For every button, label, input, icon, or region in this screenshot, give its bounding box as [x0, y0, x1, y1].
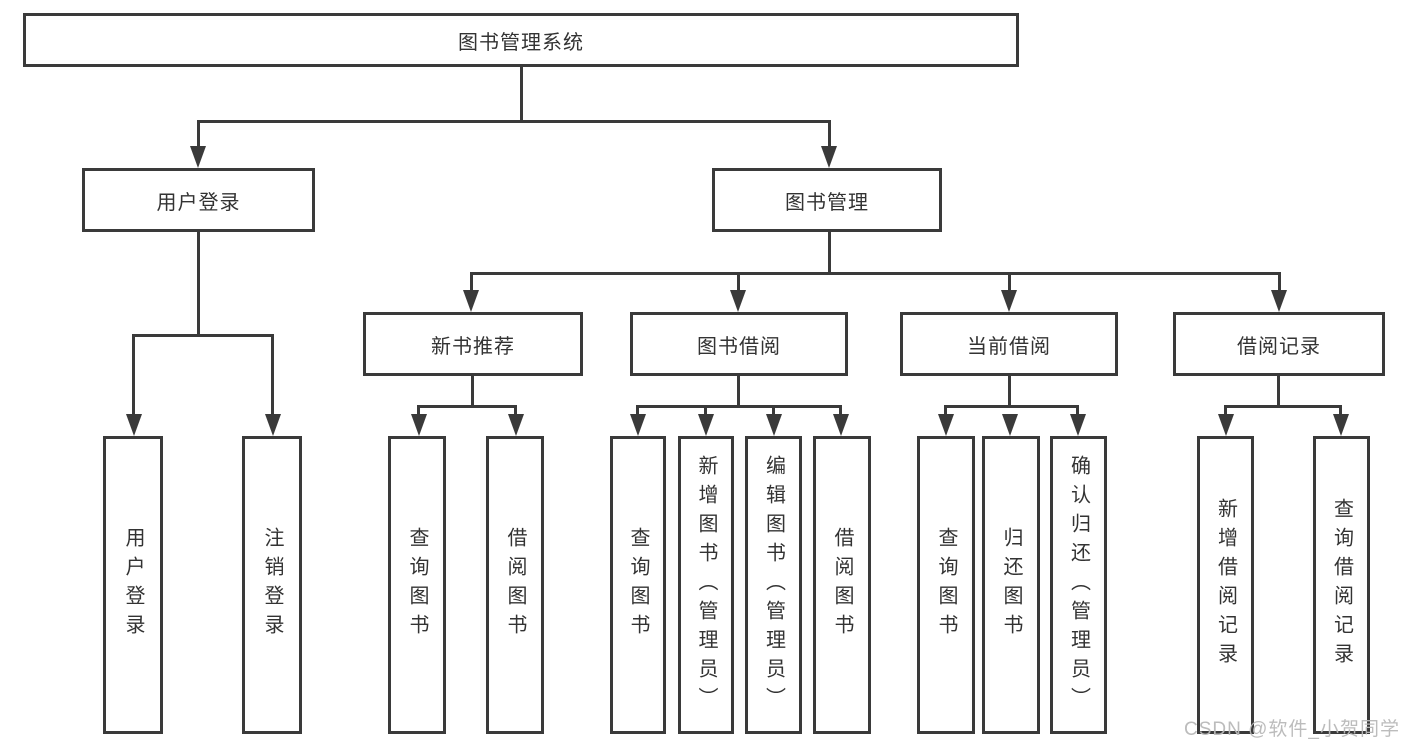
connector-line	[470, 272, 1281, 275]
connector-line	[772, 405, 775, 420]
node-user-login: 用户登录	[82, 168, 315, 232]
node-label: 新增图书（管理员）	[695, 454, 717, 716]
connector-line	[1008, 376, 1011, 408]
node-label: 用户登录	[156, 191, 241, 214]
node-label: 查询借阅记录	[1330, 498, 1353, 672]
node-label: 新书推荐	[431, 335, 515, 358]
node-borrowing-records: 借阅记录	[1173, 312, 1385, 376]
arrow-down-icon	[508, 414, 524, 436]
connector-line	[197, 232, 200, 337]
connector-line	[197, 120, 831, 123]
arrow-down-icon	[1070, 414, 1086, 436]
connector-line	[636, 405, 639, 420]
connector-line	[737, 272, 740, 292]
arrow-down-icon	[630, 414, 646, 436]
node-leaf-user-login: 用户登录	[103, 436, 163, 734]
arrow-down-icon	[821, 146, 837, 168]
node-label: 注销登录	[261, 527, 283, 643]
arrow-down-icon	[1218, 414, 1234, 436]
node-leaf-return-book: 归还图书	[982, 436, 1040, 734]
node-leaf-confirm-return-admin: 确认归还（管理员）	[1050, 436, 1107, 734]
connector-line	[1277, 376, 1280, 408]
arrow-down-icon	[411, 414, 427, 436]
node-label: 当前借阅	[967, 335, 1051, 358]
node-library-system: 图书管理系统	[23, 13, 1019, 67]
arrow-down-icon	[1002, 414, 1018, 436]
node-leaf-add-borrow-record: 新增借阅记录	[1197, 436, 1254, 734]
connector-line	[944, 405, 1079, 408]
node-leaf-borrow-books-recommend: 借阅图书	[486, 436, 544, 734]
node-label: 新增借阅记录	[1214, 498, 1237, 672]
node-label: 图书管理	[785, 191, 869, 214]
node-leaf-query-books-borrowing: 查询图书	[610, 436, 666, 734]
node-label: 图书管理系统	[458, 31, 584, 54]
connector-line	[417, 405, 517, 408]
connector-line	[636, 405, 842, 408]
node-label: 查询图书	[935, 527, 957, 643]
node-leaf-edit-book-admin: 编辑图书（管理员）	[745, 436, 802, 734]
arrow-down-icon	[265, 414, 281, 436]
arrow-down-icon	[938, 414, 954, 436]
arrow-down-icon	[698, 414, 714, 436]
node-label: 查询图书	[627, 527, 649, 643]
connector-line	[514, 405, 517, 420]
arrow-down-icon	[833, 414, 849, 436]
connector-line	[1008, 272, 1011, 292]
node-leaf-borrow-books: 借阅图书	[813, 436, 871, 734]
node-label: 借阅图书	[831, 527, 853, 643]
arrow-down-icon	[463, 290, 479, 312]
connector-line	[132, 334, 274, 337]
connector-line	[470, 272, 473, 292]
connector-line	[132, 334, 135, 418]
connector-line	[944, 405, 947, 420]
node-label: 归还图书	[1000, 527, 1022, 643]
connector-line	[704, 405, 707, 420]
node-book-management: 图书管理	[712, 168, 942, 232]
arrow-down-icon	[190, 146, 206, 168]
connector-line	[197, 120, 200, 150]
connector-line	[271, 334, 274, 418]
arrow-down-icon	[1271, 290, 1287, 312]
arrow-down-icon	[1001, 290, 1017, 312]
connector-line	[1224, 405, 1227, 420]
node-new-book-recommend: 新书推荐	[363, 312, 583, 376]
node-label: 确认归还（管理员）	[1067, 454, 1090, 716]
connector-line	[1224, 405, 1342, 408]
node-label: 查询图书	[406, 527, 428, 643]
connector-line	[1278, 272, 1281, 292]
connector-line	[417, 405, 420, 420]
node-label: 借阅记录	[1237, 335, 1321, 358]
node-leaf-add-book-admin: 新增图书（管理员）	[678, 436, 734, 734]
connector-line	[1339, 405, 1342, 420]
arrow-down-icon	[126, 414, 142, 436]
connector-line	[1076, 405, 1079, 420]
node-label: 编辑图书（管理员）	[762, 454, 785, 716]
node-leaf-logout: 注销登录	[242, 436, 302, 734]
node-label: 用户登录	[122, 527, 144, 643]
connector-line	[737, 376, 740, 408]
node-leaf-query-borrow-record: 查询借阅记录	[1313, 436, 1370, 734]
node-label: 图书借阅	[697, 335, 781, 358]
node-label: 借阅图书	[504, 527, 526, 643]
node-leaf-query-books-current: 查询图书	[917, 436, 975, 734]
csdn-watermark: CSDN @软件_小贺同学	[1184, 719, 1400, 740]
connector-line	[828, 120, 831, 150]
connector-line	[471, 376, 474, 408]
node-book-borrowing: 图书借阅	[630, 312, 848, 376]
arrow-down-icon	[766, 414, 782, 436]
connector-line	[520, 67, 523, 120]
connector-line	[828, 232, 831, 272]
node-current-borrowing: 当前借阅	[900, 312, 1118, 376]
node-leaf-query-books-recommend: 查询图书	[388, 436, 446, 734]
connector-line	[839, 405, 842, 420]
arrow-down-icon	[730, 290, 746, 312]
arrow-down-icon	[1333, 414, 1349, 436]
